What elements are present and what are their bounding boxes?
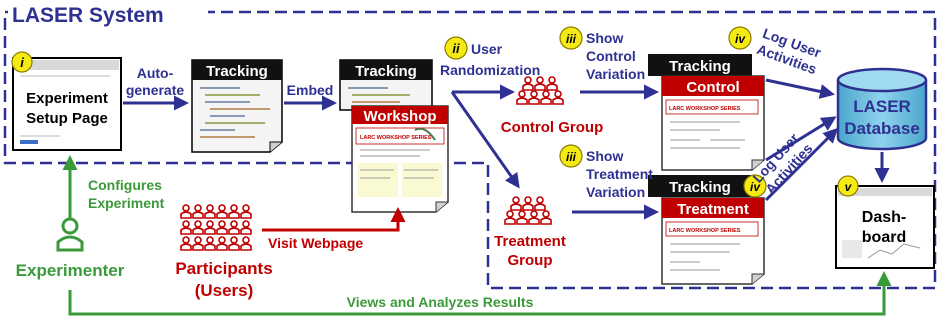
show-treatment-label-2: Treatment: [586, 166, 653, 182]
setup-label-line2: Setup Page: [26, 110, 108, 127]
step-badge-i: i: [11, 51, 33, 73]
show-treatment-label-1: Show: [586, 148, 623, 164]
treatment-group-label-2: Group: [508, 252, 553, 269]
show-control-label-3: Variation: [586, 66, 645, 82]
step-badge-ii: ii: [444, 36, 468, 60]
control-label: Control: [686, 79, 739, 96]
show-control-label-1: Show: [586, 30, 623, 46]
svg-text:iv: iv: [750, 180, 761, 194]
workshop-banner: LARC WORKSHOP SERIES: [360, 135, 432, 141]
db-label-line1: LASER: [853, 97, 911, 116]
tracking-node-2: Tracking: [339, 59, 433, 111]
svg-text:iii: iii: [566, 32, 577, 46]
arrow-log-treatment-1: [765, 116, 837, 162]
embed-label: Embed: [287, 82, 334, 98]
svg-text:ii: ii: [452, 41, 460, 56]
visit-webpage-label: Visit Webpage: [268, 235, 363, 251]
experiment-setup-node: Experiment Setup Page: [12, 57, 122, 151]
user-rand-label-1: User: [471, 41, 503, 57]
show-treatment-label-3: Variation: [586, 184, 645, 200]
views-results-label: Views and Analyzes Results: [347, 294, 534, 310]
treatment-variation-node: Tracking Treatment LARC WORKSHOP SERIES: [648, 175, 765, 285]
configures-label-2: Experiment: [88, 195, 165, 211]
user-rand-label-2: Randomization: [440, 62, 540, 78]
participants-label-2: (Users): [195, 281, 254, 300]
system-title: LASER System: [12, 4, 164, 27]
step-badge-iii-treatment: iii: [559, 144, 583, 168]
step-badge-iii-control: iii: [559, 26, 583, 50]
tracking-label-treatment: Tracking: [669, 179, 731, 196]
autogenerate-label-2: generate: [126, 82, 185, 98]
configures-label-1: Configures: [88, 177, 162, 193]
treatment-group-label-1: Treatment: [494, 233, 566, 250]
experimenter-icon: [56, 217, 84, 252]
step-badge-v: v: [837, 175, 859, 197]
arrow-visit-webpage: [262, 207, 406, 232]
db-label-line2: Database: [844, 119, 920, 138]
control-variation-node: Tracking Control LARC WORKSHOP SERIES: [648, 54, 765, 171]
autogenerate-label-1: Auto-: [137, 65, 174, 81]
svg-text:iv: iv: [735, 32, 746, 46]
dash-label-line2: board: [862, 229, 906, 246]
tracking-node-1: Tracking: [191, 59, 283, 153]
experimenter-label: Experimenter: [16, 261, 125, 280]
laser-database-node: LASER Database: [836, 67, 928, 151]
arrow-log-treatment-2: [764, 127, 839, 202]
arrow-log-control: [765, 78, 835, 99]
svg-text:i: i: [20, 55, 24, 70]
tracking-label-2: Tracking: [355, 63, 417, 80]
workshop-page-node: Workshop LARC WORKSHOP SERIES: [351, 105, 449, 213]
arrow-views-results: [68, 271, 892, 316]
treatment-banner: LARC WORKSHOP SERIES: [669, 228, 741, 234]
dashboard-node: Dash- board: [835, 185, 935, 269]
control-group-icons: [516, 76, 564, 105]
arrow-randomize-down: [450, 91, 520, 189]
participants-icons: [180, 204, 252, 251]
svg-text:v: v: [845, 180, 853, 194]
show-control-label-2: Control: [586, 48, 636, 64]
setup-label-line1: Experiment: [26, 90, 108, 107]
participants-label-1: Participants: [175, 259, 272, 278]
workshop-label: Workshop: [363, 108, 436, 125]
control-group-label: Control Group: [501, 119, 603, 136]
system-boundary: [3, 10, 937, 290]
tracking-label-1: Tracking: [206, 63, 268, 80]
step-badge-iv-control: iv: [728, 26, 752, 50]
treatment-label: Treatment: [677, 201, 749, 218]
control-banner: LARC WORKSHOP SERIES: [669, 106, 741, 112]
code-lines-1: [200, 87, 270, 138]
tracking-label-control: Tracking: [669, 58, 731, 75]
log-control-label: Log User Activities: [755, 25, 824, 77]
dash-label-line1: Dash-: [862, 209, 906, 226]
treatment-group-icons: [504, 196, 552, 225]
step-badge-iv-treatment: iv: [743, 174, 767, 198]
svg-text:iii: iii: [566, 150, 577, 164]
